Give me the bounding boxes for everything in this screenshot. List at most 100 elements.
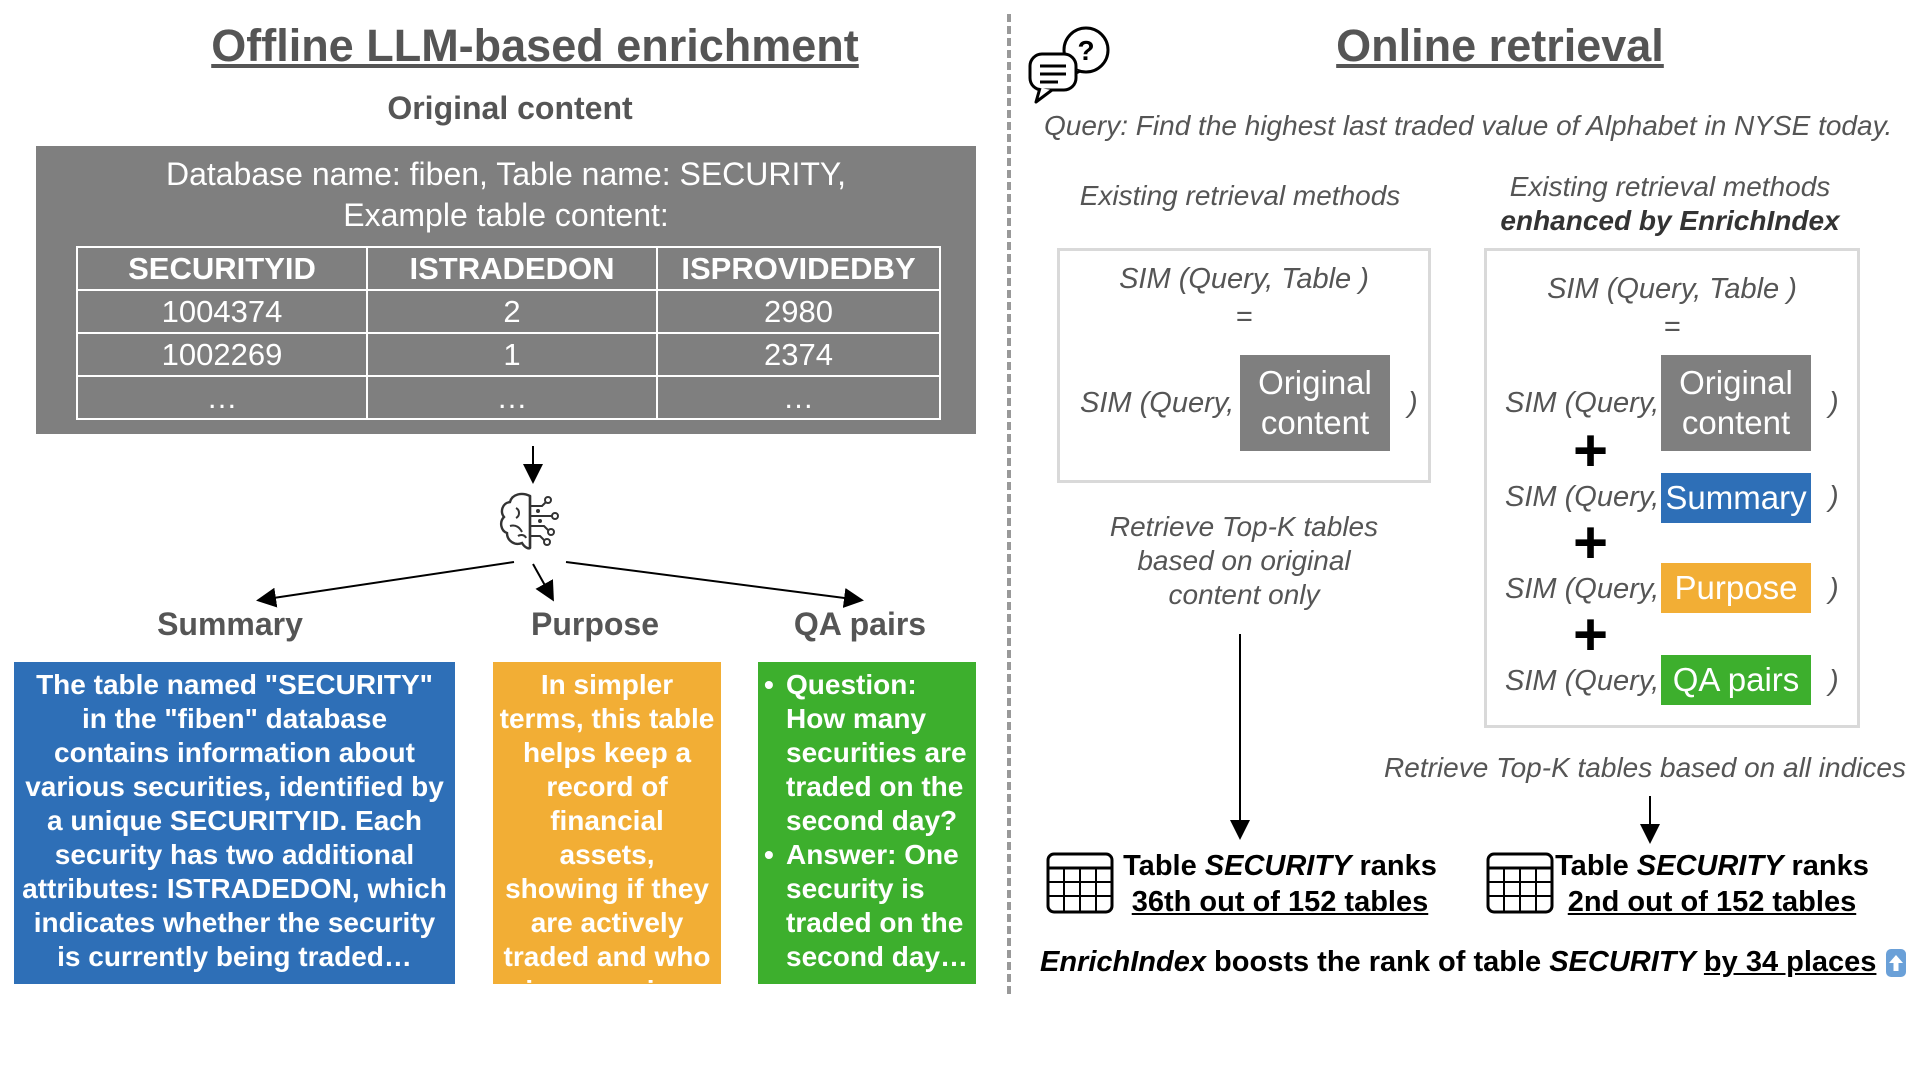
- rank-right-table: SECURITY: [1636, 850, 1784, 882]
- bullet-icon: •: [764, 669, 774, 700]
- table-row: … … …: [76, 375, 941, 420]
- existing-methods-frame: SIM (Query, Table ) = SIM (Query, Origin…: [1057, 248, 1431, 483]
- retrieve-left-line3: content only: [1168, 579, 1320, 610]
- chip-original-line1: Original: [1258, 364, 1372, 402]
- db-line-1: Database name: fiben, Table name: SECURI…: [165, 156, 847, 192]
- rank-result-original: Table SECURITY ranks 36th out of 152 tab…: [1120, 848, 1440, 920]
- plus-sign: +: [1573, 601, 1609, 668]
- chip-original-line1: Original: [1679, 364, 1793, 402]
- original-content-box: Database name: fiben, Table name: SECURI…: [36, 146, 976, 434]
- boost-enrichindex: EnrichIndex: [1040, 946, 1206, 978]
- boost-space: [1696, 946, 1704, 979]
- table-grid-icon: [1046, 852, 1114, 914]
- arrow-to-qa: [565, 561, 864, 608]
- svg-text:?: ?: [1077, 35, 1094, 66]
- table-grid-icon: [1486, 852, 1554, 914]
- original-content-label: Original content: [387, 90, 633, 126]
- table-header: ISPROVIDEDBY: [656, 246, 941, 291]
- qa-question: • Question: How many securities are trad…: [764, 668, 970, 838]
- bullet-icon: •: [764, 839, 774, 870]
- left-connectors: [256, 446, 864, 608]
- retrieve-left-line2: based on original: [1137, 545, 1351, 576]
- sim-table-label: SIM (Query, Table ): [1119, 263, 1369, 295]
- sim-table-label: SIM (Query, Table ): [1547, 273, 1797, 305]
- chip-summary: Summary: [1661, 473, 1811, 523]
- plus-sign: +: [1573, 417, 1609, 484]
- rank-left-line1: Table SECURITY ranks: [1120, 848, 1440, 884]
- table-cell: …: [656, 375, 941, 420]
- query-text: Query: Find the highest last traded valu…: [1044, 110, 1893, 141]
- purpose-box: In simpler terms, this table helps keep …: [493, 662, 721, 1040]
- sim-query-label: SIM (Query,: [1505, 573, 1660, 605]
- close-paren: ): [1829, 573, 1839, 605]
- close-paren: ): [1408, 387, 1418, 419]
- arrow-to-purpose: [532, 563, 554, 602]
- table-cell: 1: [366, 332, 658, 377]
- rank-right-suffix: ranks: [1783, 850, 1869, 882]
- chat-question-icon: ?: [1028, 26, 1110, 104]
- table-cell: …: [76, 375, 368, 420]
- db-line-2: Example table content:: [343, 197, 669, 233]
- table-cell: …: [366, 375, 658, 420]
- close-paren: ): [1829, 665, 1839, 697]
- chip-original-content: Original content: [1661, 355, 1811, 451]
- table-cell: 2374: [656, 332, 941, 377]
- up-arrow-icon: [1886, 948, 1907, 977]
- sim-query-label: SIM (Query,: [1505, 387, 1660, 419]
- rank-left-suffix: ranks: [1351, 850, 1437, 882]
- qa-answer-text: Answer: One security is traded on the se…: [786, 839, 969, 972]
- qa-pairs-label: QA pairs: [793, 606, 927, 642]
- rank-right-line2: 2nd out of 152 tables: [1567, 886, 1857, 918]
- sim-query-label: SIM (Query,: [1505, 481, 1660, 513]
- close-paren: ): [1829, 481, 1839, 513]
- summary-box: The table named "SECURITY" in the "fiben…: [14, 662, 455, 984]
- enhanced-label-line1: Existing retrieval methods: [1509, 171, 1831, 202]
- panel-divider: [1007, 14, 1011, 994]
- boost-statement: EnrichIndex boosts the rank of table SEC…: [1040, 946, 1907, 979]
- summary-label: Summary: [157, 606, 303, 642]
- boost-table: SECURITY: [1549, 946, 1696, 978]
- rank-left-prefix: Table: [1123, 850, 1205, 882]
- right-title: Online retrieval: [1336, 20, 1664, 71]
- boost-mid: boosts the rank of table: [1206, 946, 1550, 978]
- table-header-row: SECURITYID ISTRADEDON ISPROVIDEDBY: [76, 246, 941, 291]
- existing-methods-label: Existing retrieval methods: [1079, 180, 1401, 211]
- chip-original-line2: content: [1681, 404, 1791, 441]
- right-connectors: [1230, 634, 1660, 844]
- left-title: Offline LLM-based enrichment: [211, 20, 859, 71]
- qa-pairs-box: • Question: How many securities are trad…: [758, 662, 976, 984]
- enhanced-label-line2: enhanced by EnrichIndex: [1500, 205, 1840, 236]
- enhanced-methods-frame: SIM (Query, Table ) = SIM (Query, Origin…: [1484, 248, 1860, 728]
- rank-left-line2: 36th out of 152 tables: [1131, 886, 1429, 918]
- rank-right-line1: Table SECURITY ranks: [1552, 848, 1872, 884]
- chip-qa-pairs: QA pairs: [1661, 655, 1811, 705]
- rank-left-table: SECURITY: [1204, 850, 1352, 882]
- purpose-label: Purpose: [530, 606, 660, 642]
- table-cell: 2980: [656, 289, 941, 334]
- table-header: SECURITYID: [76, 246, 368, 291]
- table-cell: 1002269: [76, 332, 368, 377]
- rank-right-prefix: Table: [1555, 850, 1637, 882]
- equals-sign: =: [1663, 311, 1681, 343]
- retrieve-all-text: Retrieve Top-K tables based on all indic…: [1384, 752, 1906, 783]
- chip-original-content: Original content: [1240, 355, 1390, 451]
- rank-result-enriched: Table SECURITY ranks 2nd out of 152 tabl…: [1552, 848, 1872, 920]
- close-paren: ): [1829, 387, 1839, 419]
- qa-answer: • Answer: One security is traded on the …: [764, 838, 970, 974]
- table-row: 1004374 2 2980: [76, 289, 941, 334]
- retrieve-original-text: Retrieve Top-K tables based on original …: [1064, 510, 1424, 612]
- arrow-to-summary: [256, 561, 515, 608]
- brain-circuit-icon: [499, 492, 559, 550]
- equals-sign: =: [1235, 301, 1253, 333]
- plus-sign: +: [1573, 509, 1609, 576]
- qa-question-text: Question: How many securities are traded…: [786, 669, 967, 836]
- table-cell: 1004374: [76, 289, 368, 334]
- table-header: ISTRADEDON: [366, 246, 658, 291]
- table-cell: 2: [366, 289, 658, 334]
- chip-purpose: Purpose: [1661, 563, 1811, 613]
- boost-places: by 34 places: [1703, 946, 1877, 978]
- enhanced-methods-label: Existing retrieval methods enhanced by E…: [1450, 170, 1890, 238]
- table-row: 1002269 1 2374: [76, 332, 941, 377]
- sim-query-label: SIM (Query,: [1505, 665, 1660, 697]
- sim-query-label: SIM (Query,: [1080, 387, 1235, 419]
